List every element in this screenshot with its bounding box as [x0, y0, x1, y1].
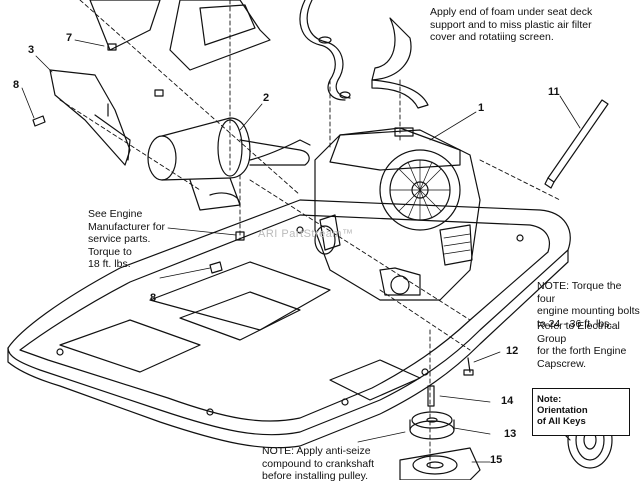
top-heat-shield: [89, 0, 271, 71]
note-torque-bolts: NOTE: Torque the four engine mounting bo…: [537, 280, 640, 330]
note-engine-service: See Engine Manufacturer for service part…: [88, 208, 166, 270]
side-shield-part-3: [49, 69, 131, 166]
callout-12: 12: [506, 345, 519, 357]
callout-8-top: 8: [13, 79, 20, 91]
callout-11: 11: [548, 86, 560, 98]
callout-8-bottom: 8: [150, 292, 157, 304]
rod-part-11: [544, 99, 609, 189]
key-orientation-box: Note: Orientation of All Keys: [532, 388, 630, 436]
wire-harness: [299, 0, 351, 101]
leader-lines: [21, 39, 581, 463]
callout-7: 7: [66, 32, 73, 44]
watermark: ARI PartStream™: [258, 228, 354, 240]
fasteners: [32, 43, 245, 274]
callout-3: 3: [28, 44, 35, 56]
deck-frame: [7, 199, 571, 449]
callout-14: 14: [501, 395, 514, 407]
clutch-part-15: [399, 447, 481, 480]
note-foam: Apply end of foam under seat deck suppor…: [430, 6, 593, 43]
callout-2: 2: [263, 92, 270, 104]
key-part-14: [427, 385, 435, 407]
callout-13: 13: [504, 428, 517, 440]
foam-strip: [371, 17, 429, 109]
note-keys: Note: Orientation of All Keys: [537, 394, 588, 427]
exhaust-pipe: [249, 139, 311, 161]
note-electrical: Refer to Electrical Group for the forth …: [537, 320, 627, 370]
callout-1: 1: [478, 102, 485, 114]
note-anti-seize: NOTE: Apply anti-seize compound to crank…: [262, 445, 375, 482]
capscrew-part-12: [463, 357, 474, 376]
engine-part-1: [314, 127, 481, 301]
pulley-part-13: [409, 411, 455, 440]
callout-15: 15: [490, 454, 503, 466]
muffler-part-2: [147, 117, 310, 211]
